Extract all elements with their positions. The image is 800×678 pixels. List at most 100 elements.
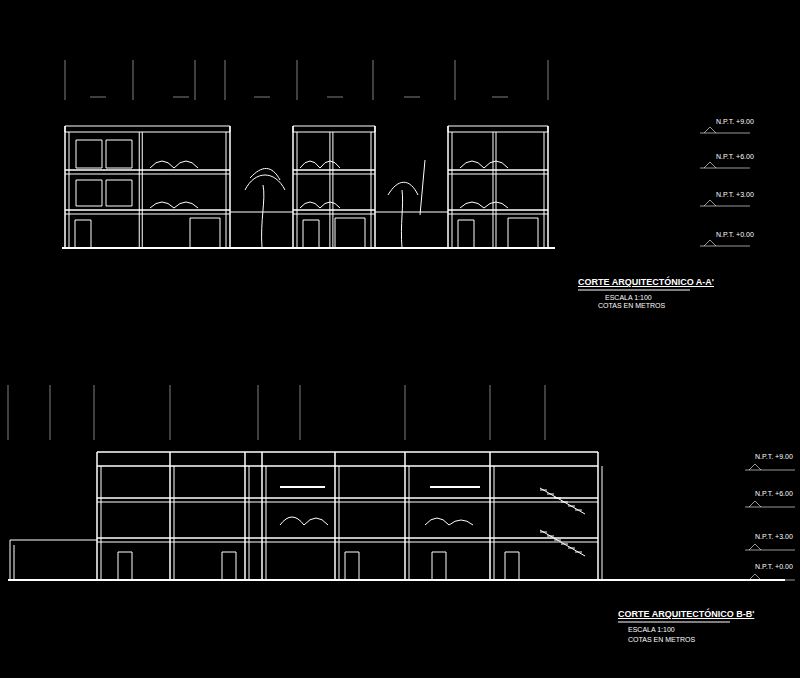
drawing-line [755, 464, 761, 470]
drawing-line [490, 385, 491, 440]
drawing-line [97, 497, 598, 499]
drawing-line [359, 552, 360, 580]
drawing-line [745, 507, 795, 508]
drawing-line [261, 452, 263, 580]
drawing-line [508, 218, 509, 248]
drawing-line [76, 140, 77, 168]
drawing-line [489, 452, 491, 580]
tree-furniture-outline [420, 160, 425, 215]
level-note: N.P.T. +0.00 [755, 563, 793, 571]
drawing-line [745, 580, 795, 581]
drawing-line [292, 126, 294, 248]
drawing-line [319, 220, 320, 248]
drawing-line [118, 580, 132, 581]
drawing-line [280, 486, 325, 488]
drawing-line [375, 212, 448, 213]
drawing-line [102, 140, 103, 168]
drawing-line [230, 212, 293, 213]
drawing-line [332, 132, 333, 248]
tree-furniture-outline [262, 185, 264, 248]
drawing-line [106, 140, 132, 141]
drawing-line [97, 502, 598, 503]
drawing-line [118, 552, 132, 553]
tree-furniture-outline [150, 202, 198, 208]
drawing-line [300, 385, 301, 440]
drawing-line [50, 385, 51, 440]
drawing-line [293, 126, 375, 127]
drawing-line [220, 218, 221, 248]
drawing-line [700, 168, 750, 169]
drawing-line [97, 465, 598, 467]
drawing-line [432, 552, 446, 553]
tree-furniture-outline [280, 517, 328, 525]
drawing-line [448, 126, 548, 127]
drawing-line [745, 550, 795, 551]
drawing-line [195, 60, 196, 100]
drawing-line [545, 385, 546, 440]
drawing-line [64, 126, 66, 248]
drawing-line [65, 174, 230, 175]
drawing-line [297, 60, 298, 100]
drawing-line [755, 544, 761, 550]
drawing-line [65, 214, 230, 215]
drawing-line [448, 132, 548, 133]
drawing-line [236, 552, 237, 580]
drawing-line [704, 240, 710, 246]
drawing-line [97, 542, 598, 543]
drawing-line [335, 218, 336, 248]
drawing-line [519, 552, 520, 580]
section-title: CORTE ARQUITECTÓNICO B-B' [618, 610, 754, 620]
drawing-line [303, 248, 319, 249]
drawing-line [540, 530, 585, 556]
drawing-line [303, 220, 319, 221]
drawing-line [190, 248, 220, 249]
drawing-line [293, 174, 375, 175]
drawing-line [335, 218, 365, 219]
drawing-line [538, 218, 539, 248]
tree-furniture-outline [425, 518, 473, 525]
level-note: COTAS EN METROS [598, 302, 665, 310]
drawing-line [170, 385, 171, 440]
drawing-line [266, 466, 267, 580]
drawing-line [8, 385, 9, 440]
drawing-line [749, 574, 755, 580]
level-note: N.P.T. +6.00 [755, 490, 793, 498]
drawing-line [749, 501, 755, 507]
drawing-line [710, 162, 716, 168]
drawing-line [65, 209, 230, 211]
drawing-line [106, 180, 132, 181]
level-note: ESCALA 1:100 [605, 294, 652, 302]
drawing-line [505, 580, 519, 581]
linework [8, 60, 795, 622]
level-note: ESCALA 1:100 [628, 626, 675, 634]
level-note: N.P.T. +6.00 [716, 153, 754, 161]
drawing-line [10, 540, 97, 541]
drawing-line [62, 247, 555, 249]
drawing-line [102, 180, 103, 206]
drawing-line [97, 451, 598, 453]
drawing-line [544, 132, 545, 248]
drawing-line [133, 60, 134, 100]
drawing-line [755, 501, 761, 507]
drawing-line [578, 290, 690, 291]
drawing-line [700, 206, 750, 207]
tree-furniture-outline [388, 182, 418, 195]
tree-furniture-outline [460, 202, 508, 208]
drawing-line [448, 214, 548, 215]
drawing-line [455, 60, 456, 100]
drawing-line [293, 214, 375, 215]
drawing-line [492, 97, 508, 98]
level-note: N.P.T. +9.00 [755, 453, 793, 461]
drawing-line [101, 466, 102, 580]
drawing-line [618, 622, 730, 623]
drawing-line [458, 220, 459, 248]
drawing-line [222, 552, 223, 580]
drawing-line [8, 579, 785, 581]
drawing-line [345, 580, 359, 581]
drawing-line [76, 168, 102, 169]
drawing-line [76, 140, 102, 141]
drawing-line [602, 466, 603, 580]
drawing-line [75, 248, 91, 249]
drawing-line [704, 162, 710, 168]
